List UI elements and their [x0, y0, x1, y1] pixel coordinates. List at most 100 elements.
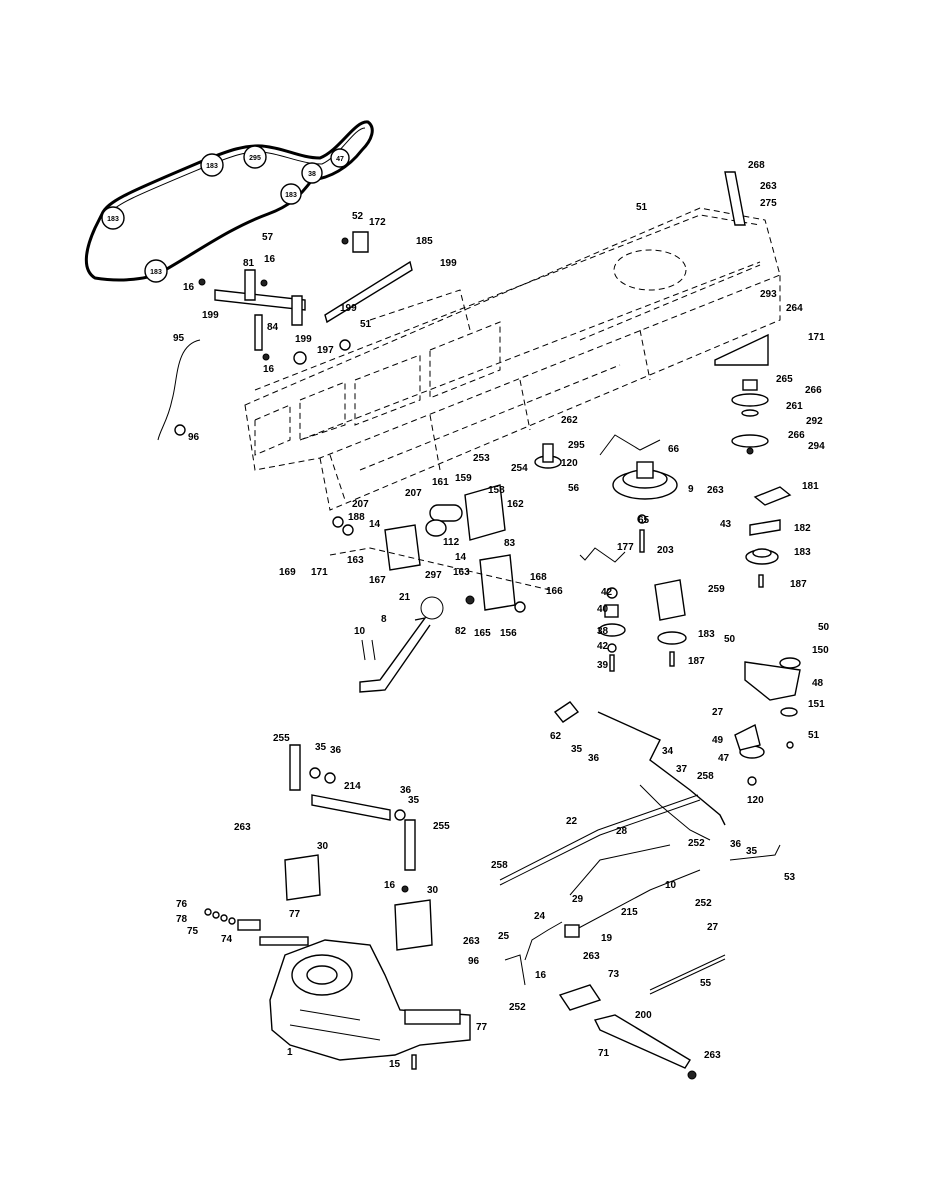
callout-c16c: 16	[263, 364, 275, 375]
callout-c73: 73	[608, 969, 620, 980]
callout-c50b: 50	[818, 622, 830, 633]
callout-c197: 197	[317, 345, 334, 356]
callout-c292: 292	[806, 416, 823, 427]
callout-c29: 29	[572, 894, 584, 905]
frame-outline	[244, 207, 781, 511]
callout-c38: 38	[597, 626, 609, 637]
callout-c22: 22	[566, 816, 578, 827]
callout-c35b: 35	[571, 744, 583, 755]
callout-c163b: 163	[453, 567, 470, 578]
callout-c297: 297	[425, 570, 442, 581]
callout-c65: 65	[638, 515, 650, 526]
callout-c181: 181	[802, 481, 819, 492]
bracket-259	[654, 579, 687, 667]
callout-c293: 293	[760, 289, 777, 300]
callout-c36a: 36	[330, 745, 342, 756]
callout-c76: 76	[176, 899, 188, 910]
callout-c159: 159	[455, 473, 472, 484]
belt-pulley-label-b295: 295	[249, 155, 261, 162]
callout-c172: 172	[369, 217, 386, 228]
belt-pulley-label-b183c: 183	[107, 216, 119, 223]
callout-c27a: 27	[712, 707, 724, 718]
callout-c203: 203	[657, 545, 674, 556]
callout-c53: 53	[784, 872, 796, 883]
callout-c151: 151	[808, 699, 825, 710]
callout-c10b: 10	[665, 880, 677, 891]
callout-c78: 78	[176, 914, 188, 925]
frame-rails	[254, 289, 501, 456]
callout-c21: 21	[399, 592, 411, 603]
callout-c49: 49	[712, 735, 724, 746]
callout-c14b: 14	[455, 552, 467, 563]
callout-c253: 253	[473, 453, 490, 464]
callout-c258a: 258	[697, 771, 714, 782]
callout-c166: 166	[546, 586, 563, 597]
callout-c16e: 16	[535, 970, 547, 981]
callout-c183b: 183	[698, 629, 715, 640]
callout-c35a: 35	[315, 742, 327, 753]
callout-c162: 162	[507, 499, 524, 510]
callout-c75: 75	[187, 926, 199, 937]
callout-c199c: 199	[202, 310, 219, 321]
belt-assembly	[84, 120, 374, 283]
callout-c77a: 77	[289, 909, 301, 920]
callout-c258b: 258	[491, 860, 508, 871]
callout-c43: 43	[720, 519, 732, 530]
callout-c35d: 35	[746, 846, 758, 857]
callout-c52: 52	[352, 211, 364, 222]
callout-c39: 39	[597, 660, 609, 671]
callout-c265: 265	[776, 374, 793, 385]
callout-c156: 156	[500, 628, 517, 639]
callout-c42b: 42	[597, 641, 609, 652]
callout-c169: 169	[279, 567, 296, 578]
callout-c264: 264	[786, 303, 803, 314]
callout-c167: 167	[369, 575, 386, 586]
callout-c36d: 36	[730, 839, 742, 850]
callout-c266b: 266	[788, 430, 805, 441]
callout-c263a: 263	[760, 181, 777, 192]
callout-c295: 295	[568, 440, 585, 451]
callout-c8: 8	[381, 614, 387, 625]
callout-c275: 275	[760, 198, 777, 209]
belt-pulley-label-b183a: 183	[206, 163, 218, 170]
callout-c16d: 16	[384, 880, 396, 891]
callout-c27b: 27	[707, 922, 719, 933]
upper-linkage	[157, 231, 413, 441]
callout-c14a: 14	[369, 519, 381, 530]
callout-c207b: 207	[352, 499, 369, 510]
callout-c120b: 120	[747, 795, 764, 806]
callout-c252b: 252	[695, 898, 712, 909]
callout-c188: 188	[348, 512, 365, 523]
callout-c51b: 51	[360, 319, 372, 330]
callout-c252c: 252	[509, 1002, 526, 1013]
callout-c259: 259	[708, 584, 725, 595]
callout-c55: 55	[700, 978, 712, 989]
callout-c37: 37	[676, 764, 688, 775]
callout-c158: 158	[488, 485, 505, 496]
spring-linkage	[504, 921, 726, 1080]
callout-c16b: 16	[183, 282, 195, 293]
callout-c268: 268	[748, 160, 765, 171]
callout-c161: 161	[432, 477, 449, 488]
callout-c57: 57	[262, 232, 274, 243]
callout-c1: 1	[287, 1047, 293, 1058]
callout-c28: 28	[616, 826, 628, 837]
callout-c262: 262	[561, 415, 578, 426]
center-pulley	[534, 434, 678, 553]
callout-c10a: 10	[354, 626, 366, 637]
callout-c48: 48	[812, 678, 824, 689]
brackets-30	[284, 854, 433, 951]
callout-c165: 165	[474, 628, 491, 639]
callout-c263b: 263	[707, 485, 724, 496]
callout-c50a: 50	[724, 634, 736, 645]
belt-pulley-label-b38: 38	[308, 171, 316, 178]
callout-c183a: 183	[794, 547, 811, 558]
callout-c66: 66	[668, 444, 680, 455]
callout-c16a: 16	[264, 254, 276, 265]
callout-c36b: 36	[588, 753, 600, 764]
callout-c120a: 120	[561, 458, 578, 469]
right-idler	[745, 486, 792, 588]
callout-c112: 112	[443, 537, 460, 548]
callout-c56: 56	[568, 483, 580, 494]
